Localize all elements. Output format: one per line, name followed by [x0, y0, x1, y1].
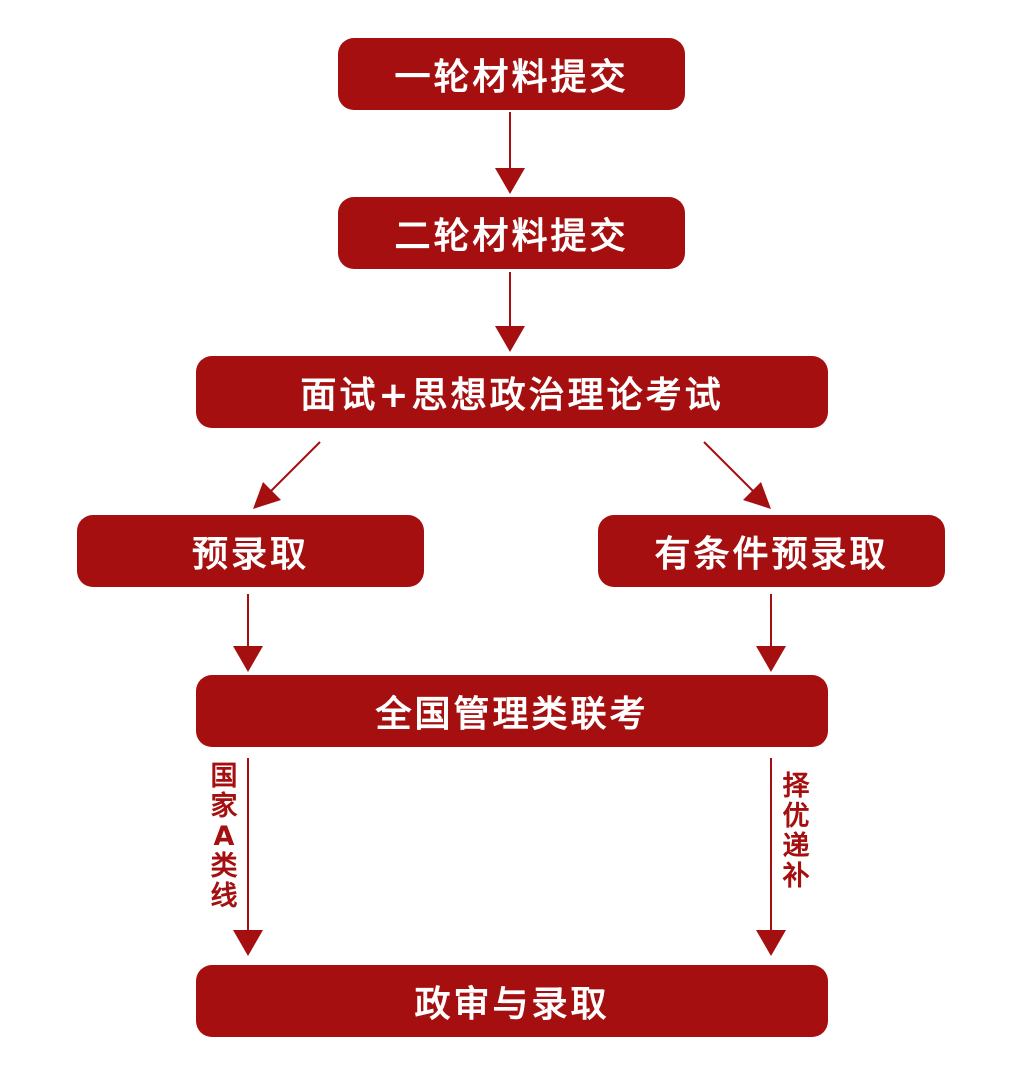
arrow-round1-to-round2 — [495, 112, 525, 194]
node-national-management-exam: 全国管理类联考 — [196, 675, 828, 747]
edge-label-merit-fill: 择优递补 — [782, 771, 810, 892]
arrow-conditional-to-exam — [756, 594, 786, 672]
arrow-exam-to-final-left — [233, 758, 263, 956]
arrow-interview-to-pre-admission — [253, 441, 321, 509]
arrow-exam-to-final-right — [756, 758, 786, 956]
node-round2-submission: 二轮材料提交 — [338, 197, 685, 269]
node-pre-admission: 预录取 — [77, 515, 424, 587]
node-political-review-admission: 政审与录取 — [196, 965, 828, 1037]
arrow-round2-to-interview — [495, 272, 525, 352]
arrow-interview-to-conditional — [703, 441, 771, 509]
node-conditional-pre-admission: 有条件预录取 — [598, 515, 945, 587]
node-round1-submission: 一轮材料提交 — [338, 38, 685, 110]
edge-label-national-a-line: 国家A类线 — [210, 761, 238, 912]
arrow-pre-admission-to-exam — [233, 594, 263, 672]
node-interview-exam: 面试+思想政治理论考试 — [196, 356, 828, 428]
